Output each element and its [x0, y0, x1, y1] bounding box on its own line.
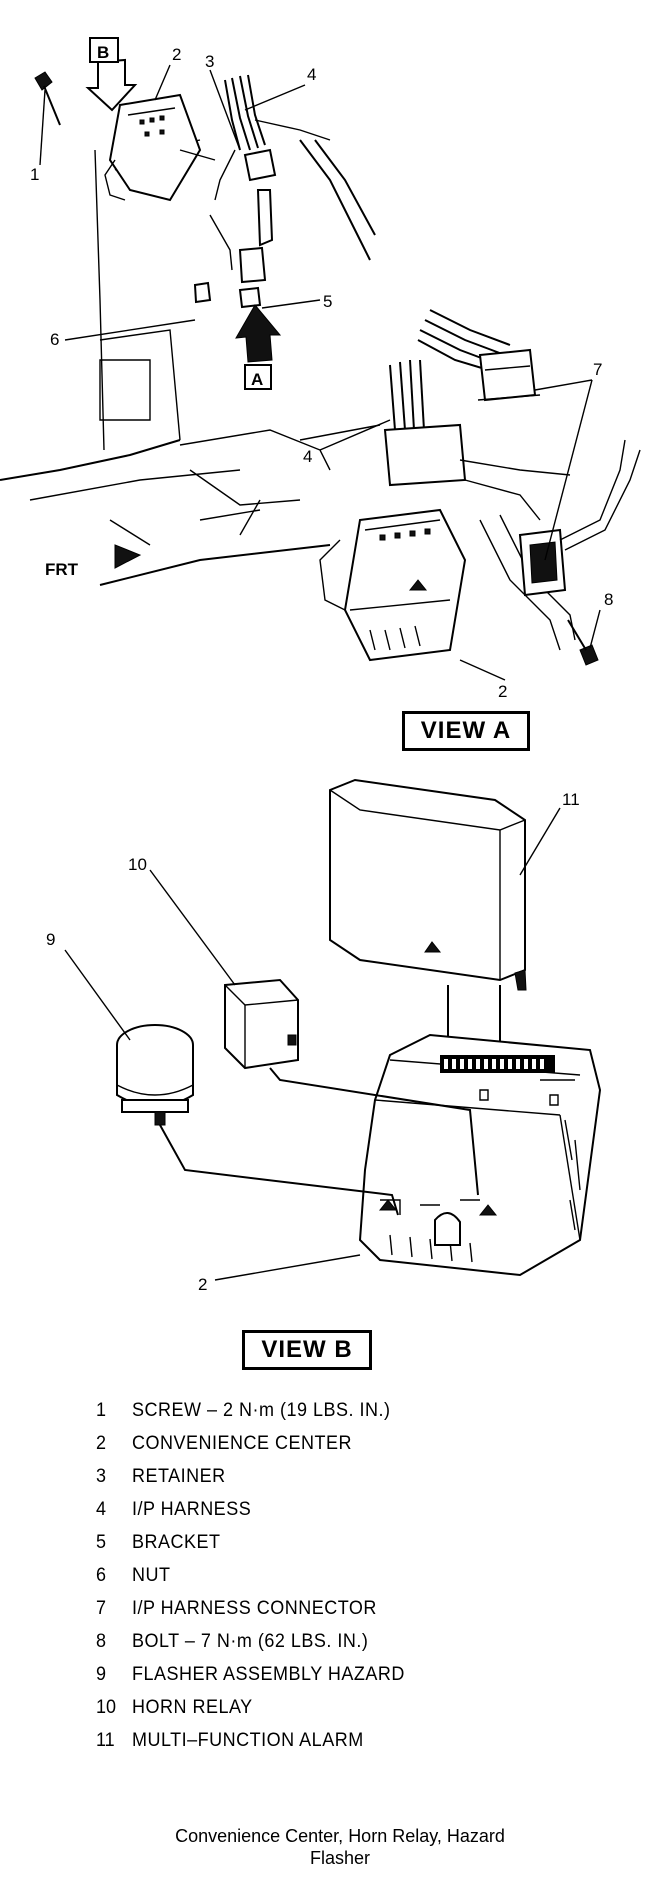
legend-item: 5 BRACKET: [96, 1531, 616, 1567]
legend-item: 7 I/P HARNESS CONNECTOR: [96, 1597, 616, 1633]
frt-label: FRT: [45, 560, 79, 579]
callout-top-4: 4: [307, 65, 316, 84]
legend-text: MULTI–FUNCTION ALARM: [132, 1728, 364, 1751]
legend-item: 6 NUT: [96, 1564, 616, 1600]
callout-top-1: 1: [30, 165, 39, 184]
callout-top-2: 2: [172, 45, 181, 64]
legend-text: SCREW – 2 N·m (19 LBS. IN.): [132, 1398, 391, 1421]
view-a-illustration: 7 4 8 2: [303, 309, 641, 701]
legend-number: 8: [96, 1629, 107, 1652]
legend-item: 10 HORN RELAY: [96, 1696, 616, 1732]
legend-item: 8 BOLT – 7 N·m (62 LBS. IN.): [96, 1630, 616, 1666]
callout-view-a-4: 4: [303, 447, 312, 466]
callout-view-b-11: 11: [562, 790, 580, 809]
view-a-label: VIEW A: [402, 711, 530, 751]
view-b-label: VIEW B: [242, 1330, 372, 1370]
view-b-illustration: 11 10 9 2: [46, 778, 602, 1294]
legend-number: 10: [96, 1695, 117, 1718]
legend-number: 6: [96, 1563, 107, 1586]
callout-view-a-7: 7: [593, 360, 602, 379]
legend-item: 2 CONVENIENCE CENTER: [96, 1432, 616, 1468]
arrow-a-label: A: [251, 370, 263, 389]
caption-line-2: Flasher: [309, 1848, 371, 1868]
legend-item: 9 FLASHER ASSEMBLY HAZARD: [96, 1663, 616, 1699]
legend-text: NUT: [132, 1563, 171, 1586]
legend-text: BRACKET: [132, 1530, 221, 1553]
legend-number: 11: [96, 1728, 115, 1751]
callout-view-a-8: 8: [604, 590, 613, 609]
callout-top-3: 3: [205, 52, 214, 71]
arrow-b-label: B: [97, 43, 109, 62]
legend-text: HORN RELAY: [132, 1695, 253, 1718]
parts-legend: 1 SCREW – 2 N·m (19 LBS. IN.) 2 CONVENIENC…: [96, 1399, 616, 1765]
legend-number: 1: [96, 1398, 107, 1421]
legend-number: 2: [96, 1431, 107, 1454]
figure-caption: Convenience Center, Horn Relay, Hazard F…: [60, 1825, 620, 1869]
caption-line-1: Convenience Center, Horn Relay, Hazard: [175, 1826, 505, 1846]
legend-text: RETAINER: [132, 1464, 226, 1487]
callout-view-a-2: 2: [498, 682, 507, 701]
callout-top-5: 5: [323, 292, 332, 311]
legend-text: FLASHER ASSEMBLY HAZARD: [132, 1662, 405, 1685]
legend-item: 4 I/P HARNESS: [96, 1498, 616, 1534]
legend-text: CONVENIENCE CENTER: [132, 1431, 353, 1454]
legend-number: 7: [96, 1596, 107, 1619]
legend-text: I/P HARNESS: [132, 1497, 252, 1520]
legend-text: BOLT – 7 N·m (62 LBS. IN.): [132, 1629, 369, 1652]
legend-item: 1 SCREW – 2 N·m (19 LBS. IN.): [96, 1399, 616, 1435]
legend-number: 3: [96, 1464, 107, 1487]
callout-top-6: 6: [50, 330, 59, 349]
legend-text: I/P HARNESS CONNECTOR: [132, 1596, 377, 1619]
callout-view-b-2: 2: [198, 1275, 207, 1294]
legend-number: 4: [96, 1497, 107, 1520]
legend-item: 3 RETAINER: [96, 1465, 616, 1501]
legend-number: 5: [96, 1530, 107, 1553]
legend-item: 11 MULTI–FUNCTION ALARM: [96, 1729, 616, 1765]
callout-view-b-9: 9: [46, 930, 55, 949]
callout-view-b-10: 10: [128, 855, 147, 874]
top-illustration: B A FRT 1 2 3 4 5 6: [0, 37, 381, 586]
legend-number: 9: [96, 1662, 107, 1685]
